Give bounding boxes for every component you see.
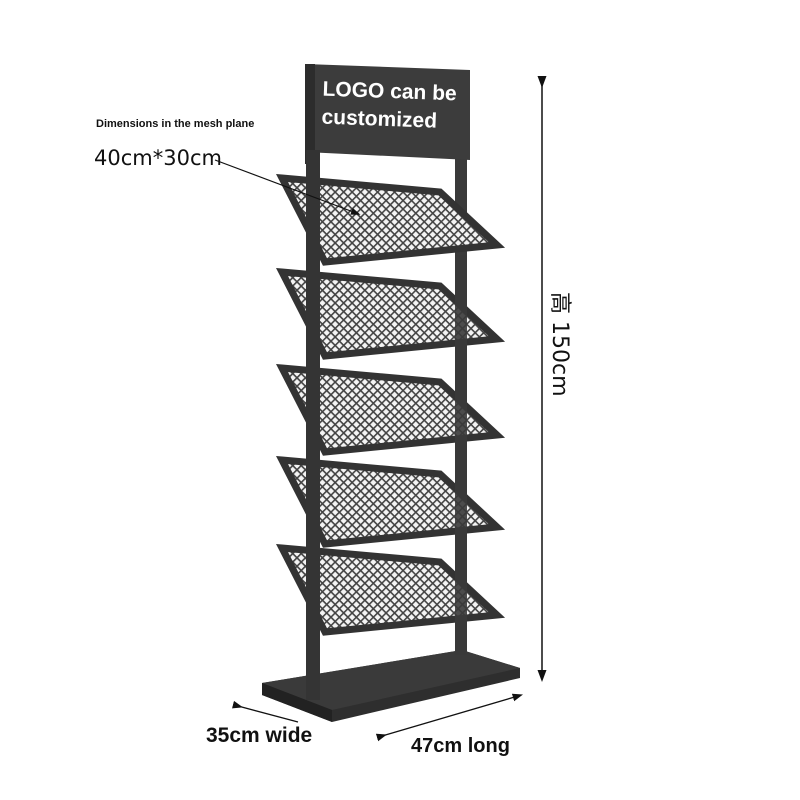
length-dimension-line bbox=[375, 693, 523, 742]
mesh-pointer-line bbox=[214, 159, 361, 215]
width-dimension-line bbox=[231, 700, 299, 723]
height-label: 高 150cm bbox=[547, 292, 572, 397]
length-label: 47cm long bbox=[411, 735, 510, 757]
base-plate bbox=[262, 650, 520, 722]
logo-sign-text: LOGO can be customized bbox=[321, 76, 457, 137]
logo-line-2: customized bbox=[321, 105, 438, 133]
mesh-dimension-value: 40cm*30cm bbox=[94, 146, 222, 170]
logo-sign bbox=[305, 64, 470, 164]
width-label: 35cm wide bbox=[206, 724, 313, 747]
mesh-dimension-title: Dimensions in the mesh plane bbox=[96, 118, 255, 130]
